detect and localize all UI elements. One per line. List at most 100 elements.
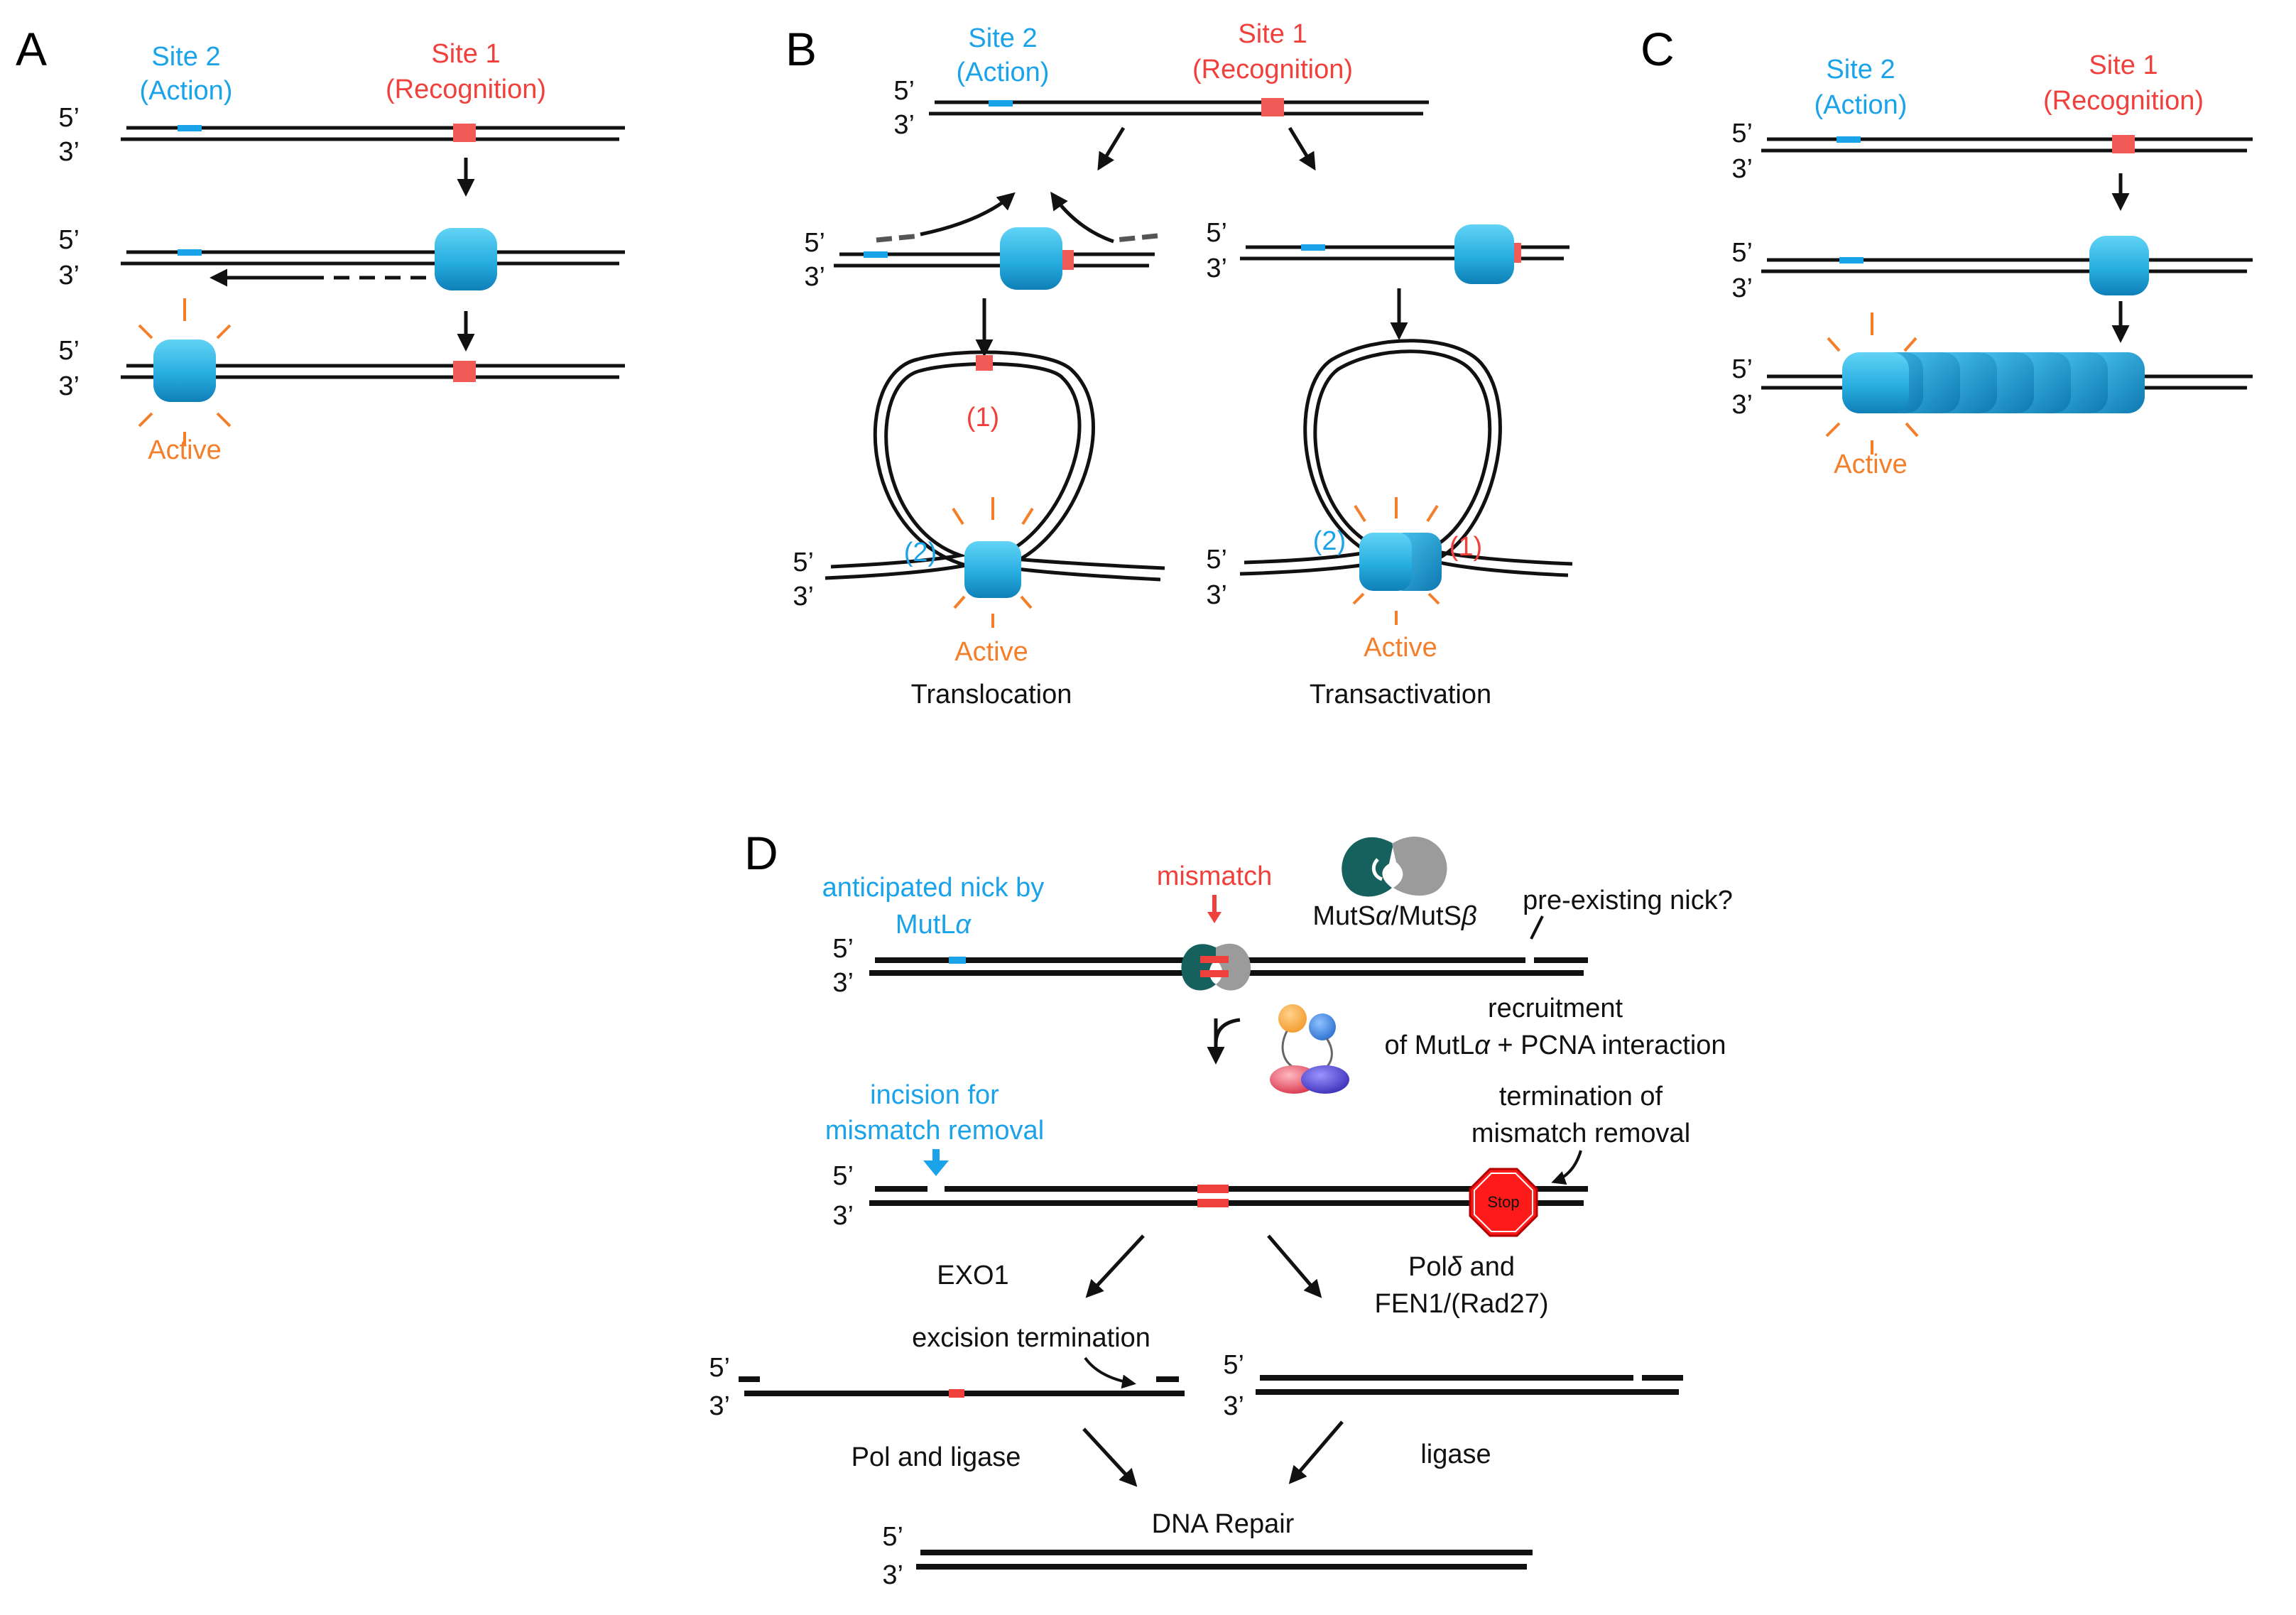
dna-nicked-duplex-d3r [1256, 1375, 1683, 1395]
five-prime-d3r: 5’ [1223, 1350, 1244, 1380]
mismatch-pointer-head [1207, 912, 1222, 923]
five-prime-c3: 5’ [1731, 354, 1753, 384]
three-prime-b3r: 3’ [1206, 580, 1227, 610]
mutl-pcna-complex-icon [1270, 1004, 1349, 1094]
termination-label: termination of [1499, 1082, 1663, 1111]
anticipated-nick-label-line2: MutLα [896, 910, 972, 940]
translocation-caption: Translocation [911, 680, 1072, 709]
five-prime-b3l: 5’ [793, 548, 814, 577]
arrow-d-left [1085, 1234, 1145, 1298]
excision-termination-label: excision termination [912, 1323, 1150, 1353]
site1-sub-label-c: (Recognition) [2043, 86, 2204, 116]
five-prime-a3: 5’ [58, 336, 80, 366]
site2-sub-label-a: (Action) [140, 76, 233, 106]
site1-sub-label-a: (Recognition) [386, 75, 546, 104]
incision-arrowhead [923, 1160, 949, 1176]
site1-label-b: Site 1 [1238, 19, 1307, 49]
five-prime-c2: 5’ [1731, 238, 1753, 268]
dna-duplex-a2 [121, 249, 625, 266]
dna-duplex-c2 [1761, 257, 2253, 273]
five-prime-d3l: 5’ [709, 1353, 730, 1383]
dna-repaired-duplex [916, 1550, 1533, 1570]
stop-sign-icon: Stop [1469, 1168, 1538, 1237]
pol-ligase-label: Pol and ligase [852, 1442, 1021, 1472]
dna-end-left-dashed [876, 233, 921, 243]
panel-c-letter: C [1641, 23, 1675, 75]
activity-rays-b-right [1352, 497, 1440, 625]
three-prime-b1: 3’ [893, 110, 915, 140]
transactivation-site2-label: (2) [1313, 526, 1346, 556]
preexisting-nick-pointer [1530, 915, 1544, 940]
five-prime-d4: 5’ [882, 1522, 903, 1552]
incision-label: incision for [870, 1080, 999, 1110]
five-prime-d2: 5’ [832, 1161, 854, 1191]
site2-sub-label-c: (Action) [1815, 90, 1908, 120]
recruitment-label-line2: of MutLα + PCNA interaction [1384, 1031, 1726, 1060]
incision-label-line2: mismatch removal [825, 1116, 1044, 1146]
dna-end-right-dashed [1114, 233, 1158, 243]
three-prime-c1: 3’ [1731, 154, 1753, 184]
panel-b-letter: B [785, 23, 817, 75]
five-prime-b1: 5’ [893, 76, 915, 106]
ligase-label: ligase [1420, 1440, 1491, 1469]
stop-sign-text: Stop [1487, 1193, 1519, 1211]
protein-c2 [2089, 236, 2149, 295]
five-prime-b2r: 5’ [1206, 218, 1227, 248]
dna-repair-label: DNA Repair [1152, 1509, 1295, 1539]
site1-sub-label-b: (Recognition) [1192, 55, 1353, 85]
arrow-d-final-left [1082, 1428, 1138, 1487]
protein-a2 [435, 228, 497, 290]
three-prime-a3: 3’ [58, 371, 80, 401]
muts-complex-icon [1342, 837, 1447, 897]
site2-label-a: Site 2 [151, 42, 220, 72]
recruitment-label: recruitment [1488, 994, 1623, 1023]
three-prime-c2: 3’ [1731, 273, 1753, 303]
protein-filament-c [1842, 352, 2145, 413]
three-prime-d3l: 3’ [709, 1391, 730, 1421]
activity-rays-a [138, 298, 232, 445]
active-label-b-right: Active [1364, 633, 1437, 663]
fen1-label: FEN1/(Rad27) [1375, 1289, 1549, 1319]
panel-d-letter: D [744, 827, 778, 879]
panel-a-letter: A [16, 23, 47, 75]
recruitment-hook [1214, 1018, 1241, 1045]
five-prime-c1: 5’ [1731, 119, 1753, 148]
termination-label-line2: mismatch removal [1471, 1119, 1690, 1148]
site2-label-b: Site 2 [968, 23, 1037, 53]
three-prime-d2: 3’ [832, 1201, 854, 1231]
arrow-d-right [1267, 1234, 1322, 1298]
activity-rays-c [1825, 312, 1919, 455]
site1-label-a: Site 1 [431, 39, 500, 69]
excision-termination-pointer [1084, 1356, 1136, 1389]
panel-b: B Site 2 (Action) Site 1 (Recognition) 5… [785, 19, 1573, 709]
termination-pointer [1551, 1150, 1582, 1185]
exo1-label: EXO1 [937, 1261, 1008, 1290]
dna-duplex-b1 [929, 98, 1429, 116]
active-label-b-left: Active [954, 637, 1028, 667]
muts-label: MutSα/MutSβ [1312, 901, 1476, 931]
three-prime-a2: 3’ [58, 261, 80, 290]
dna-duplex-c1 [1761, 135, 2253, 153]
pol-delta-label: Polδ and [1408, 1252, 1515, 1282]
active-label-c: Active [1834, 450, 1907, 479]
site2-label-c: Site 2 [1826, 55, 1895, 85]
loop-site1-mark [976, 355, 993, 371]
protein-b3l-active [964, 541, 1021, 598]
dna-duplex-b2l [834, 250, 1155, 270]
arrow-b-split-left [1097, 126, 1126, 171]
protein-a3-active [153, 339, 216, 402]
five-prime-b2l: 5’ [804, 228, 825, 258]
activity-rays-b-left [952, 497, 1034, 628]
panel-a: A Site 2 (Action) Site 1 (Recognition) 5… [16, 23, 625, 465]
transactivation-caption: Transactivation [1310, 680, 1491, 709]
loop-site2-label: (2) [904, 538, 937, 567]
loop-site1-label: (1) [967, 403, 999, 433]
five-prime-d1: 5’ [832, 934, 854, 964]
three-prime-b2r: 3’ [1206, 254, 1227, 283]
loop-arrow-left [920, 192, 1016, 236]
site1-label-c: Site 1 [2089, 50, 2158, 80]
arrow-d-final-right [1288, 1420, 1344, 1484]
three-prime-b2l: 3’ [804, 262, 825, 292]
site2-sub-label-b: (Action) [957, 58, 1050, 87]
